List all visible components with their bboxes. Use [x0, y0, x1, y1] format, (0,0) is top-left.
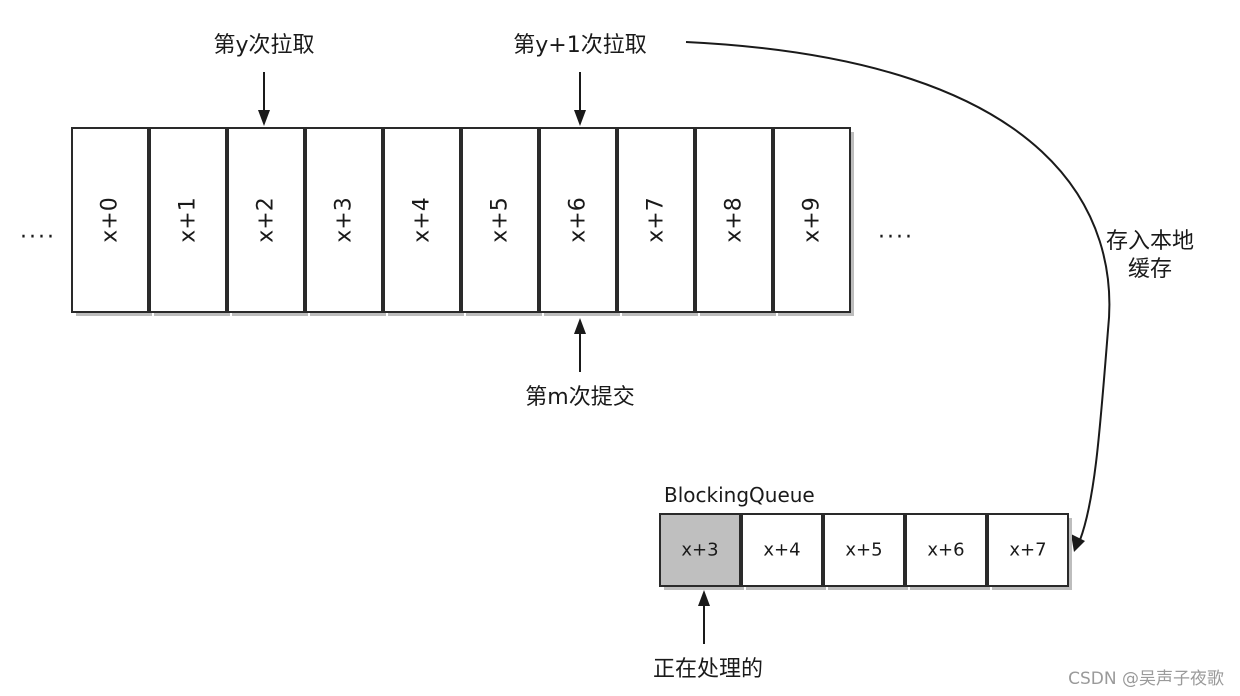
queue-cell: x+4: [741, 513, 826, 590]
queue-cell-label: x+7: [1009, 540, 1046, 561]
pull-y1-arrow: [574, 72, 586, 126]
log-cell-label: x+4: [410, 197, 435, 242]
log-partition: x+0 x+1 x+2 x+3 x+4 x+5 x+6 x+7 x+8 x+9: [71, 127, 854, 316]
log-cell: x+8: [695, 127, 776, 316]
log-cell-label: x+9: [800, 197, 825, 242]
log-cell: x+1: [149, 127, 230, 316]
log-cell-label: x+3: [332, 197, 357, 242]
log-cell: x+7: [617, 127, 698, 316]
queue-cell: x+7: [987, 513, 1072, 590]
log-cell-label: x+5: [488, 197, 513, 242]
store-cache-curve-arrow: [685, 41, 1111, 552]
queue-cell: x+6: [905, 513, 990, 590]
commit-m-label: 第m次提交: [525, 385, 634, 410]
queue-cell-label: x+5: [845, 540, 882, 561]
ellipsis-left: ····: [20, 225, 56, 250]
watermark: CSDN @吴声子夜歌: [1068, 669, 1224, 689]
ellipsis-right: ····: [878, 225, 914, 250]
queue-cell: x+5: [823, 513, 908, 590]
log-cell: x+2: [227, 127, 308, 316]
blocking-queue-title: BlockingQueue: [664, 483, 815, 507]
queue-cell-label: x+4: [763, 540, 800, 561]
queue-cell-label: x+3: [681, 540, 718, 561]
queue-cell-active: x+3: [659, 513, 744, 590]
commit-m-arrow: [574, 318, 586, 372]
log-cell-label: x+2: [254, 197, 279, 242]
pull-y-label: 第y次拉取: [213, 33, 314, 58]
log-cell: x+5: [461, 127, 542, 316]
processing-arrow: [698, 590, 710, 644]
log-cell: x+3: [305, 127, 386, 316]
log-cell-label: x+6: [566, 197, 591, 242]
log-cell: x+4: [383, 127, 464, 316]
processing-label: 正在处理的: [653, 657, 763, 682]
log-cell-label: x+1: [176, 197, 201, 242]
pull-y-arrow: [258, 72, 270, 126]
store-cache-label-line2: 缓存: [1128, 257, 1172, 282]
store-cache-label-line1: 存入本地: [1106, 229, 1194, 254]
log-cell: x+9: [773, 127, 854, 316]
blocking-queue: x+3 x+4 x+5 x+6 x+7: [659, 513, 1072, 590]
log-cell-label: x+8: [722, 197, 747, 242]
pull-y1-label: 第y+1次拉取: [513, 33, 646, 58]
log-cell: x+0: [71, 127, 152, 316]
log-cell: x+6: [539, 127, 620, 316]
log-cell-label: x+0: [98, 197, 123, 242]
log-cell-label: x+7: [644, 197, 669, 242]
queue-cell-label: x+6: [927, 540, 964, 561]
